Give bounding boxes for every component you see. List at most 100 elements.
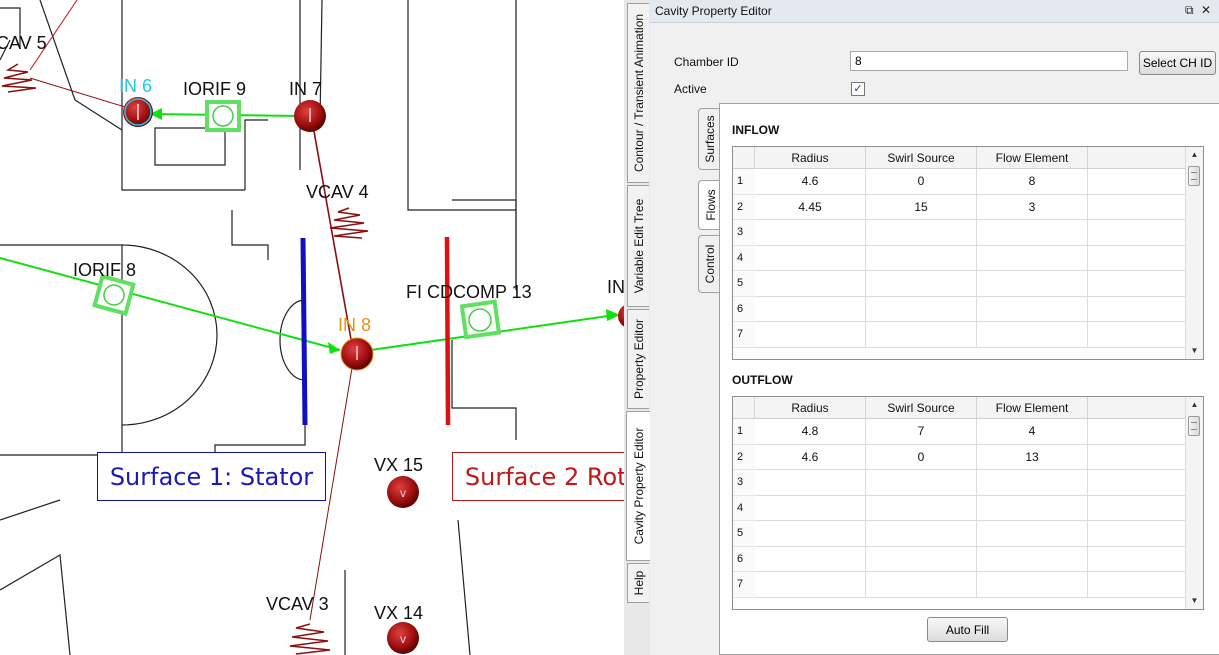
table-row[interactable]: 4 (733, 495, 1187, 521)
table-cell[interactable] (977, 322, 1088, 348)
outflow-scrollbar[interactable]: ▲ ▼ (1185, 397, 1203, 609)
tab-variable-edit-tree[interactable]: Variable Edit Tree (627, 185, 649, 307)
auto-fill-button[interactable]: Auto Fill (927, 617, 1008, 642)
table-row[interactable]: 6 (733, 546, 1187, 572)
inflow-scrollbar[interactable]: ▲ ▼ (1185, 147, 1203, 359)
table-cell[interactable]: 4 (977, 419, 1088, 445)
scroll-up-icon[interactable]: ▲ (1190, 400, 1199, 409)
table-cell[interactable]: 4.45 (755, 194, 866, 220)
table-cell[interactable] (866, 495, 977, 521)
column-header-flow-element[interactable]: Flow Element (977, 147, 1088, 169)
table-cell[interactable]: 13 (977, 444, 1088, 470)
table-cell[interactable]: 0 (866, 444, 977, 470)
table-cell[interactable] (866, 245, 977, 271)
column-header-radius[interactable]: Radius (755, 147, 866, 169)
table-cell[interactable] (977, 296, 1088, 322)
table-cell[interactable] (755, 271, 866, 297)
table-cell[interactable] (755, 521, 866, 547)
tab-contour-transient-animation[interactable]: Contour / Transient Animation (627, 3, 649, 183)
table-cell[interactable]: 4.6 (755, 444, 866, 470)
scroll-thumb[interactable] (1188, 416, 1200, 436)
table-cell[interactable]: 7 (866, 419, 977, 445)
column-header-swirl-source[interactable]: Swirl Source (866, 147, 977, 169)
table-row[interactable]: 6 (733, 296, 1187, 322)
scroll-thumb[interactable] (1188, 166, 1200, 186)
vx-15-node[interactable]: v (387, 476, 419, 508)
scroll-up-icon[interactable]: ▲ (1190, 150, 1199, 159)
tab-property-editor[interactable]: Property Editor (627, 309, 649, 409)
table-cell[interactable]: 0 (866, 169, 977, 195)
table-row[interactable]: 4 (733, 245, 1187, 271)
table-cell[interactable]: 3 (977, 194, 1088, 220)
tab-surfaces[interactable]: Surfaces (698, 108, 720, 170)
tab-flows[interactable]: Flows (698, 180, 722, 230)
vx-14-node[interactable]: v (387, 622, 419, 654)
tab-cavity-property-editor[interactable]: Cavity Property Editor (626, 411, 651, 561)
vcav-3-element[interactable] (289, 623, 331, 655)
scroll-down-icon[interactable]: ▼ (1190, 346, 1199, 355)
table-cell[interactable] (977, 572, 1088, 598)
table-cell[interactable] (866, 220, 977, 246)
column-header-swirl-source[interactable]: Swirl Source (866, 397, 977, 419)
table-row[interactable]: 3 (733, 470, 1187, 496)
table-cell[interactable]: 4.6 (755, 169, 866, 195)
chamber-id-input[interactable] (850, 51, 1128, 71)
table-cell[interactable] (977, 495, 1088, 521)
table-cell[interactable] (755, 546, 866, 572)
panel-titlebar[interactable]: Cavity Property Editor ⧉ ✕ (650, 0, 1219, 23)
table-cell[interactable]: 4.8 (755, 419, 866, 445)
table-cell[interactable] (977, 220, 1088, 246)
table-cell[interactable] (866, 521, 977, 547)
in-8-node[interactable] (340, 337, 374, 371)
column-header-radius[interactable]: Radius (755, 397, 866, 419)
tab-control[interactable]: Control (698, 235, 720, 293)
table-cell[interactable]: 15 (866, 194, 977, 220)
table-row[interactable]: 5 (733, 271, 1187, 297)
table-cell[interactable]: 8 (977, 169, 1088, 195)
table-row[interactable]: 5 (733, 521, 1187, 547)
table-row[interactable]: 7 (733, 322, 1187, 348)
iorif-9-element[interactable] (205, 100, 241, 132)
tab-help[interactable]: Help (627, 563, 649, 603)
vcav-4-element[interactable] (329, 207, 369, 239)
table-cell[interactable] (866, 296, 977, 322)
in-7-node[interactable] (294, 100, 326, 132)
fi-cdcomp-13-element[interactable] (459, 299, 502, 340)
in-6-node[interactable] (123, 97, 153, 127)
table-cell[interactable] (755, 245, 866, 271)
close-icon[interactable]: ✕ (1201, 3, 1212, 17)
table-cell[interactable] (866, 572, 977, 598)
table-cell[interactable] (755, 220, 866, 246)
stator-surface[interactable] (300, 237, 308, 426)
table-cell[interactable] (977, 470, 1088, 496)
rotor-surface[interactable] (444, 236, 451, 426)
table-cell[interactable] (755, 572, 866, 598)
table-cell[interactable] (977, 245, 1088, 271)
table-cell[interactable] (866, 271, 977, 297)
in-right-node[interactable] (618, 304, 624, 328)
column-header-flow-element[interactable]: Flow Element (977, 397, 1088, 419)
table-cell[interactable] (977, 546, 1088, 572)
select-ch-id-button[interactable]: Select CH ID (1139, 51, 1216, 75)
table-cell[interactable] (755, 322, 866, 348)
iorif-8-element[interactable] (92, 273, 136, 317)
table-row[interactable]: 3 (733, 220, 1187, 246)
table-cell[interactable] (866, 546, 977, 572)
table-cell[interactable] (755, 495, 866, 521)
active-checkbox[interactable]: ✓ (851, 82, 865, 96)
vcav-5-element[interactable] (1, 63, 37, 93)
table-cell[interactable] (866, 322, 977, 348)
table-cell[interactable] (977, 521, 1088, 547)
table-cell[interactable] (866, 470, 977, 496)
restore-icon[interactable]: ⧉ (1185, 3, 1194, 17)
table-cell[interactable] (755, 296, 866, 322)
scroll-down-icon[interactable]: ▼ (1190, 596, 1199, 605)
table-cell[interactable] (755, 470, 866, 496)
table-row[interactable]: 7 (733, 572, 1187, 598)
